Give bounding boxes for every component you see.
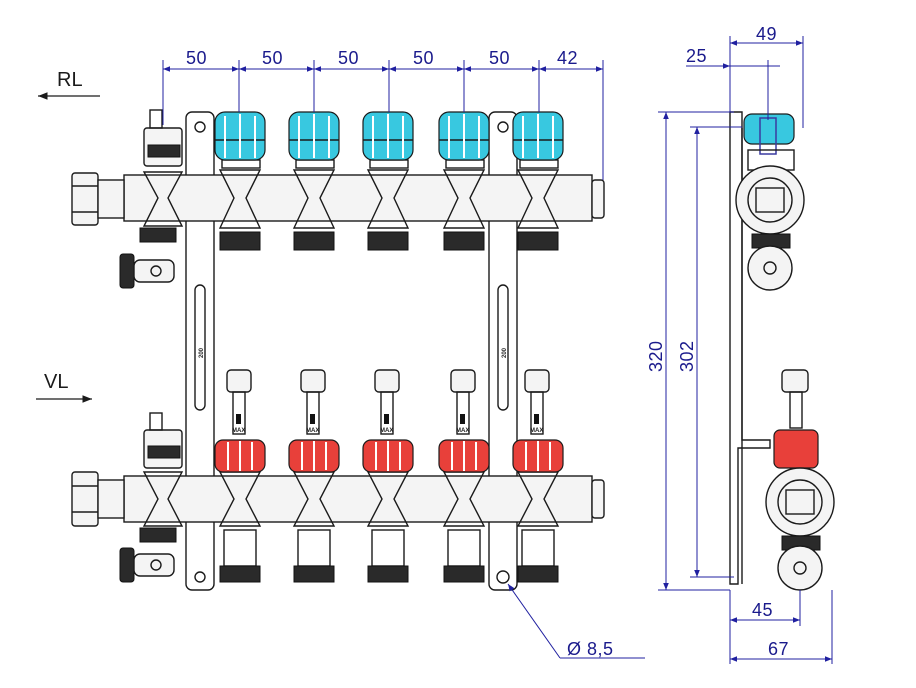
side-view: 320 302 49 25 45 67 — [646, 24, 835, 664]
cyan-cap-5 — [512, 111, 564, 161]
flow-label-group: VL — [36, 371, 92, 403]
return-outlet-4 — [442, 159, 486, 251]
flow-meter-4: MAX — [438, 369, 490, 473]
rail-marking-right: 200 — [502, 347, 508, 358]
flow-manifold-bar — [71, 412, 605, 583]
side-flow-assembly — [765, 369, 835, 591]
side-return-assembly — [735, 113, 805, 291]
spacing-dim-1: 50 — [186, 48, 207, 68]
spacing-dimensions: 50 50 50 50 50 42 — [162, 48, 604, 180]
side-bottom-total-dim: 67 — [768, 639, 789, 659]
side-bottom-inner-dim: 45 — [752, 600, 773, 620]
side-bottom-dimensions: 45 67 — [729, 590, 833, 664]
cyan-cap-2 — [288, 111, 340, 161]
return-outlet-3 — [366, 159, 410, 251]
return-outlet-2 — [292, 159, 336, 251]
flow-meter-max-3: MAX — [380, 428, 393, 434]
front-view: RL VL 200 200 — [36, 48, 645, 659]
return-outlets — [142, 159, 560, 251]
side-top-dim: 49 — [756, 24, 777, 44]
flow-meter-1: MAX — [214, 369, 266, 473]
height-dimensions: 320 302 — [646, 111, 742, 591]
hole-diameter-label: Ø 8,5 — [567, 639, 614, 659]
height-total-dim: 320 — [646, 340, 666, 372]
flow-meter-max-1: MAX — [232, 428, 245, 434]
spacing-dim-5: 50 — [489, 48, 510, 68]
cyan-cap-3 — [362, 111, 414, 161]
return-outlet-5 — [516, 159, 560, 251]
height-inner-dim: 302 — [677, 340, 697, 372]
cyan-cap-4 — [438, 111, 490, 161]
rail-marking-left: 200 — [199, 347, 205, 358]
return-valve-caps — [214, 111, 564, 161]
mounting-bracket-right: 200 — [488, 111, 518, 591]
cyan-cap-1 — [214, 111, 266, 161]
flow-meters: MAX MAX MAX — [214, 369, 564, 473]
flow-meter-5: MAX — [512, 369, 564, 473]
flow-outlet-1 — [218, 471, 262, 583]
end-offset-dim: 42 — [557, 48, 578, 68]
flow-meter-max-5: MAX — [530, 428, 543, 434]
flow-meter-3: MAX — [362, 369, 414, 473]
mounting-bracket-left: 200 — [185, 111, 215, 591]
return-label-group: RL — [38, 69, 100, 100]
spacing-dim-2: 50 — [262, 48, 283, 68]
hole-diameter-callout: Ø 8,5 — [507, 583, 645, 659]
flow-meter-2: MAX — [288, 369, 340, 473]
flow-meter-max-2: MAX — [306, 428, 319, 434]
return-manifold-bar — [71, 109, 605, 289]
return-label: RL — [57, 69, 83, 91]
side-top-dimensions: 49 25 — [686, 24, 804, 128]
spacing-dim-3: 50 — [338, 48, 359, 68]
side-left-dim: 25 — [686, 46, 707, 66]
flow-label: VL — [44, 371, 68, 393]
spacing-dim-4: 50 — [413, 48, 434, 68]
flow-meter-max-4: MAX — [456, 428, 469, 434]
